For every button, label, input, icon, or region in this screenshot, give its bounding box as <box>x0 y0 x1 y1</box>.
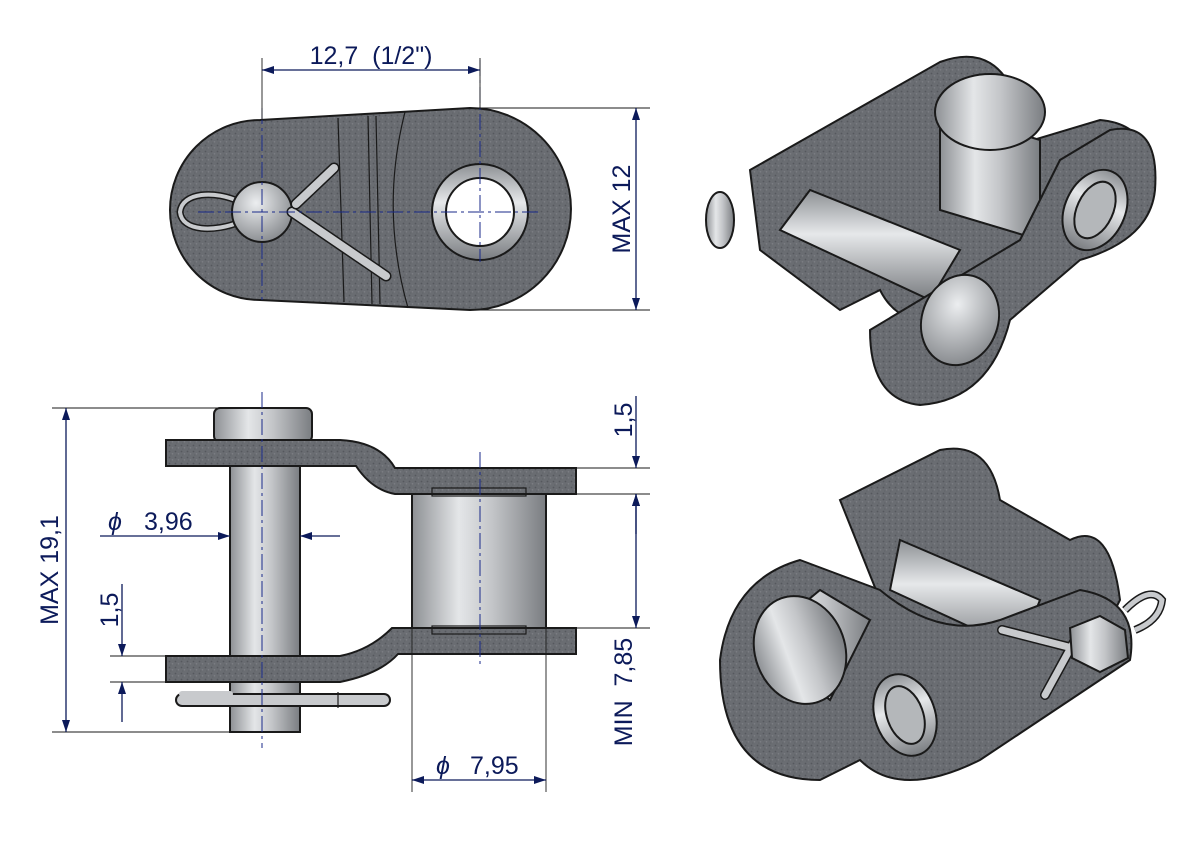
lower-plate-side <box>165 627 577 683</box>
inner-width-dimension: MIN 7,85 <box>576 494 650 746</box>
roller-side <box>411 493 547 629</box>
plate-thickness-left-dimension: 1,5 <box>96 584 166 722</box>
pin-diameter-label: 3,96 <box>144 508 193 536</box>
plate-thickness-right-dimension: 1,5 <box>576 396 650 534</box>
top-view <box>169 60 572 312</box>
pin-end <box>919 273 1001 367</box>
plate-height-dimension: MAX 12 <box>470 107 650 311</box>
plate-thickness-right-label: 1,5 <box>610 403 638 438</box>
pitch-dimension: 12,7 (1/2") <box>261 42 481 120</box>
isometric-view-bottom <box>718 447 1167 782</box>
roller-front <box>752 595 848 705</box>
roller-diameter-dimension: ϕ 7,95 <box>411 628 547 792</box>
plate-step-line <box>337 117 345 303</box>
pitch-label: 12,7 (1/2") <box>310 42 433 70</box>
pin-diameter-dimension: ϕ 3,96 <box>100 508 340 540</box>
pin-shaft <box>229 465 301 657</box>
plate-bend-curve <box>392 111 409 309</box>
overall-width-dimension: MAX 19,1 <box>36 407 230 733</box>
plate-thickness-left-label: 1,5 <box>96 593 124 628</box>
upper-plate-side <box>165 439 577 495</box>
diameter-symbol: ϕ <box>108 508 122 536</box>
overall-width-label: MAX 19,1 <box>36 515 64 625</box>
inner-width-label: MIN 7,85 <box>610 638 638 746</box>
isometric-view-top <box>705 55 1157 407</box>
diameter-symbol: ϕ <box>436 752 450 780</box>
pin-head-hex <box>1068 614 1130 674</box>
plate-height-label: MAX 12 <box>608 165 636 254</box>
roller-diameter-label: 7,95 <box>470 752 519 780</box>
pin-head-side <box>213 407 313 443</box>
pin-cylinder <box>778 188 962 302</box>
side-view <box>165 392 577 748</box>
